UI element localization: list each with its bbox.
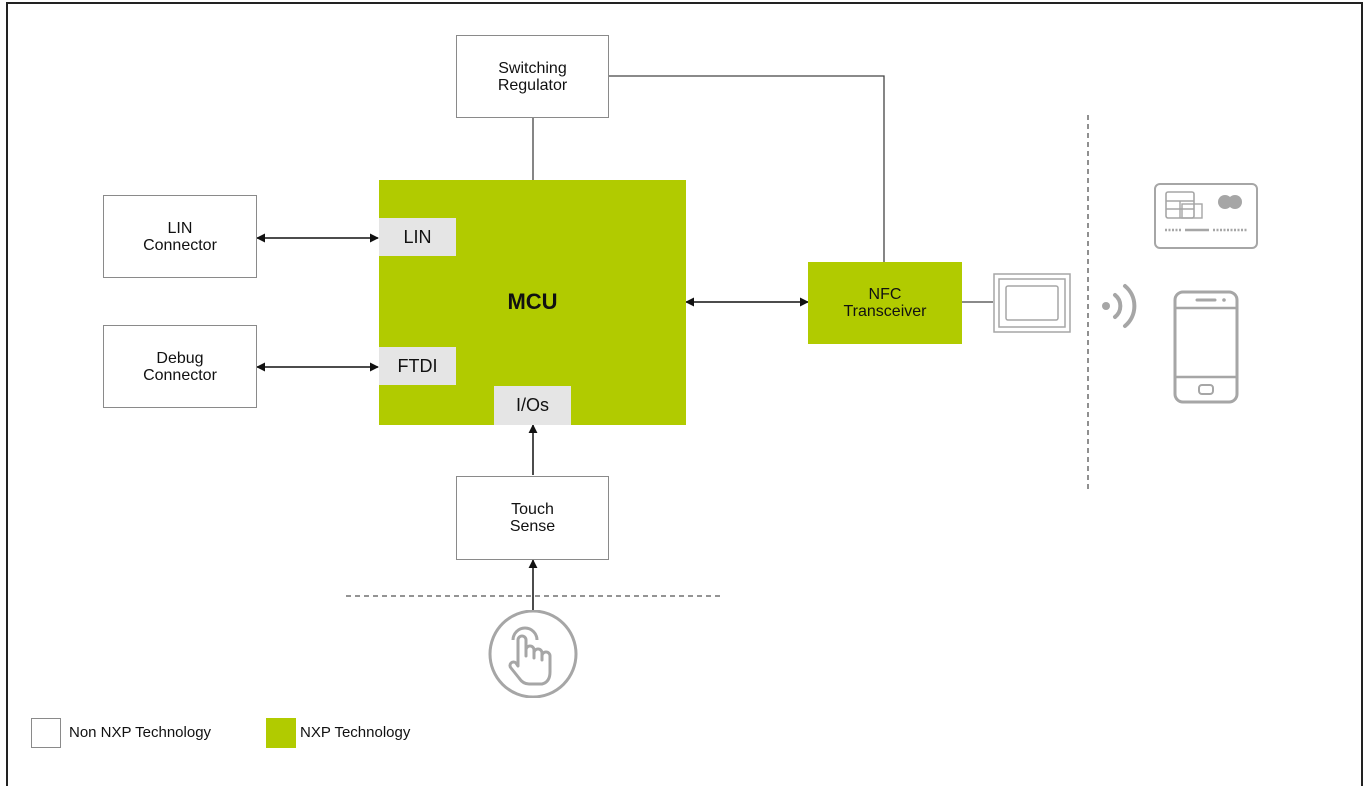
- debug-connector-block: Debug Connector: [103, 325, 257, 408]
- lin-connector-block: LIN Connector: [103, 195, 257, 278]
- legend-nxp-label: NXP Technology: [300, 724, 411, 741]
- legend-non-nxp-swatch: [31, 718, 61, 748]
- nfc-transceiver-block: NFC Transceiver: [808, 262, 962, 344]
- contactless-waves-icon: [1102, 284, 1137, 328]
- legend-nxp-swatch: [266, 718, 296, 748]
- lin-port: LIN: [379, 218, 456, 256]
- antenna-icon: [993, 273, 1071, 333]
- touch-finger-icon: [488, 610, 578, 698]
- touch-sense-block: Touch Sense: [456, 476, 609, 560]
- ios-port: I/Os: [494, 386, 571, 425]
- legend-non-nxp-label: Non NXP Technology: [69, 724, 212, 741]
- wire-regulator-nfc: [609, 75, 885, 262]
- switching-regulator-block: Switching Regulator: [456, 35, 609, 118]
- diagram-frame: [6, 2, 1363, 786]
- smartphone-icon: [1173, 290, 1239, 404]
- mcu-label: MCU: [507, 289, 558, 314]
- ftdi-port: FTDI: [379, 347, 456, 385]
- smart-card-icon: [1154, 183, 1258, 249]
